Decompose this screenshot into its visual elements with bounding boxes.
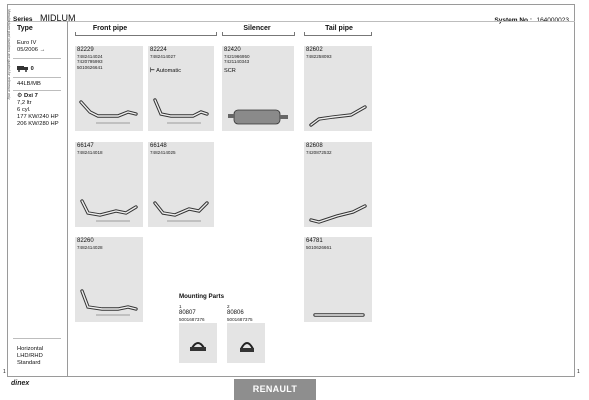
front-pipe-drawing (80, 199, 138, 222)
clamp-icon (190, 342, 206, 351)
drive-side: LHD/RHD (17, 353, 43, 359)
oem-code: 7482414027 (150, 54, 176, 59)
dinex-logo: dinex (11, 380, 30, 387)
part-card-82608[interactable]: 82608 7420872532 (304, 142, 372, 227)
part-number: 82608 (306, 143, 323, 149)
part-card-82224[interactable]: 82224 7482414027 ⊢ Automatic (148, 46, 214, 131)
tail-pipe-drawing (309, 204, 367, 224)
oem-code: 7482414028 (77, 245, 103, 250)
oem-code: 5010626661 (306, 245, 332, 250)
series-header: Series MIDLUM (13, 8, 75, 26)
oem-code: 7482414025 (150, 150, 176, 155)
truck-icon (17, 66, 28, 72)
left-mark: 1 (3, 369, 6, 375)
oem-code: 5010626641 (77, 64, 103, 70)
power-2: 206 KW/280 HP (17, 121, 59, 127)
part-number: 66148 (150, 143, 167, 149)
part-note: Automatic (156, 68, 181, 74)
part-note: SCR (224, 68, 236, 74)
mount-card-80806[interactable] (227, 323, 265, 363)
tail-pipe-drawing (313, 313, 365, 317)
axle-config: 0 (17, 65, 34, 72)
mount-number-80806: 80806 (227, 310, 244, 316)
header-divider (7, 21, 575, 22)
tail-pipe-column-header: Tail pipe (325, 25, 353, 32)
mount-qty-1: 1 (179, 304, 182, 309)
silencer-drawing (228, 109, 288, 125)
automatic-icon: ⊢ (150, 68, 155, 74)
side-note: Manufacturer part numbers are quoted for… (7, 9, 11, 100)
cylinders: 6 cyl. (17, 107, 31, 113)
tail-pipe-drawing (309, 105, 367, 127)
type-column-header: Type (17, 25, 33, 32)
part-card-82260[interactable]: 82260 7482414028 (75, 237, 143, 322)
part-card-82602[interactable]: 82602 7482258093 (304, 46, 372, 131)
oem-code: 7421140343 (224, 59, 250, 65)
front-pipe-drawing (153, 98, 209, 124)
part-card-64781[interactable]: 64781 5010626661 (304, 237, 372, 322)
type-panel: Euro IV 05/2006 → (17, 40, 45, 54)
catalog-frame (7, 4, 575, 377)
front-pipe-drawing (80, 289, 138, 316)
oem-code: 7482414018 (77, 150, 103, 155)
oem-code: 7421966950 (224, 54, 250, 59)
emission-standard: Euro IV (17, 40, 37, 46)
front-pipe-drawing (153, 201, 209, 222)
oem-code: 7482258093 (306, 54, 332, 59)
mount-number-80807: 80807 (179, 310, 196, 316)
oem-code: 7420872532 (306, 150, 332, 155)
tail-pipe-bracket (304, 35, 372, 36)
oem-code: 7420795993 (77, 59, 103, 65)
silencer-bracket (222, 35, 295, 36)
part-number: 64781 (306, 238, 323, 244)
power-1: 177 KW/240 HP (17, 114, 59, 120)
part-number: 66147 (77, 143, 94, 149)
oem-code: 7482414024 (77, 54, 103, 59)
series-label: Series (13, 16, 33, 23)
cab-code: 44LB/MB (17, 81, 41, 87)
system-label: System No.: (494, 17, 532, 24)
part-card-66147[interactable]: 66147 7482414018 (75, 142, 143, 227)
part-number: 82229 (77, 47, 94, 53)
part-number: 82602 (306, 47, 323, 53)
brand-banner: RENAULT (234, 379, 316, 400)
mounting-parts-title: Mounting Parts (179, 293, 225, 300)
engine-icon: ⚙ (17, 93, 23, 99)
front-pipe-bracket (75, 35, 217, 36)
type-panel-divider (67, 21, 68, 377)
front-pipe-column-header: Front pipe (92, 25, 128, 32)
variant: Standard (17, 360, 41, 366)
system-value: 164000023 (536, 17, 569, 24)
production-date: 05/2006 (17, 47, 38, 53)
date-arrow-icon: → (39, 47, 46, 53)
series-value: MIDLUM (39, 13, 76, 23)
mount-code-80807: 5001687376 (179, 317, 205, 322)
part-number: 82420 (224, 47, 241, 53)
mount-card-80807[interactable] (179, 323, 217, 363)
mount-qty-2: 2 (227, 304, 230, 309)
page-number: 1 (577, 369, 580, 375)
part-number: 82260 (77, 238, 94, 244)
silencer-column-header: Silencer (243, 25, 271, 32)
part-number: 82224 (150, 47, 167, 53)
clamp-icon (240, 342, 254, 352)
wheel-count: 0 (30, 65, 34, 72)
mounting-info: Horizontal LHD/RHD Standard (17, 346, 43, 367)
front-pipe-drawing (79, 100, 138, 124)
system-number: System No.: 164000023 (494, 9, 569, 27)
part-card-66148[interactable]: 66148 7482414025 (148, 142, 214, 227)
engine-block: ⚙ Dxi 7 7,2 ltr 6 cyl. 177 KW/240 HP 206… (17, 93, 59, 128)
displacement: 7,2 ltr (17, 100, 32, 106)
mount-orientation: Horizontal (17, 346, 44, 352)
mount-code-80806: 5001687375 (227, 317, 253, 322)
engine-name: Dxi 7 (24, 93, 38, 99)
